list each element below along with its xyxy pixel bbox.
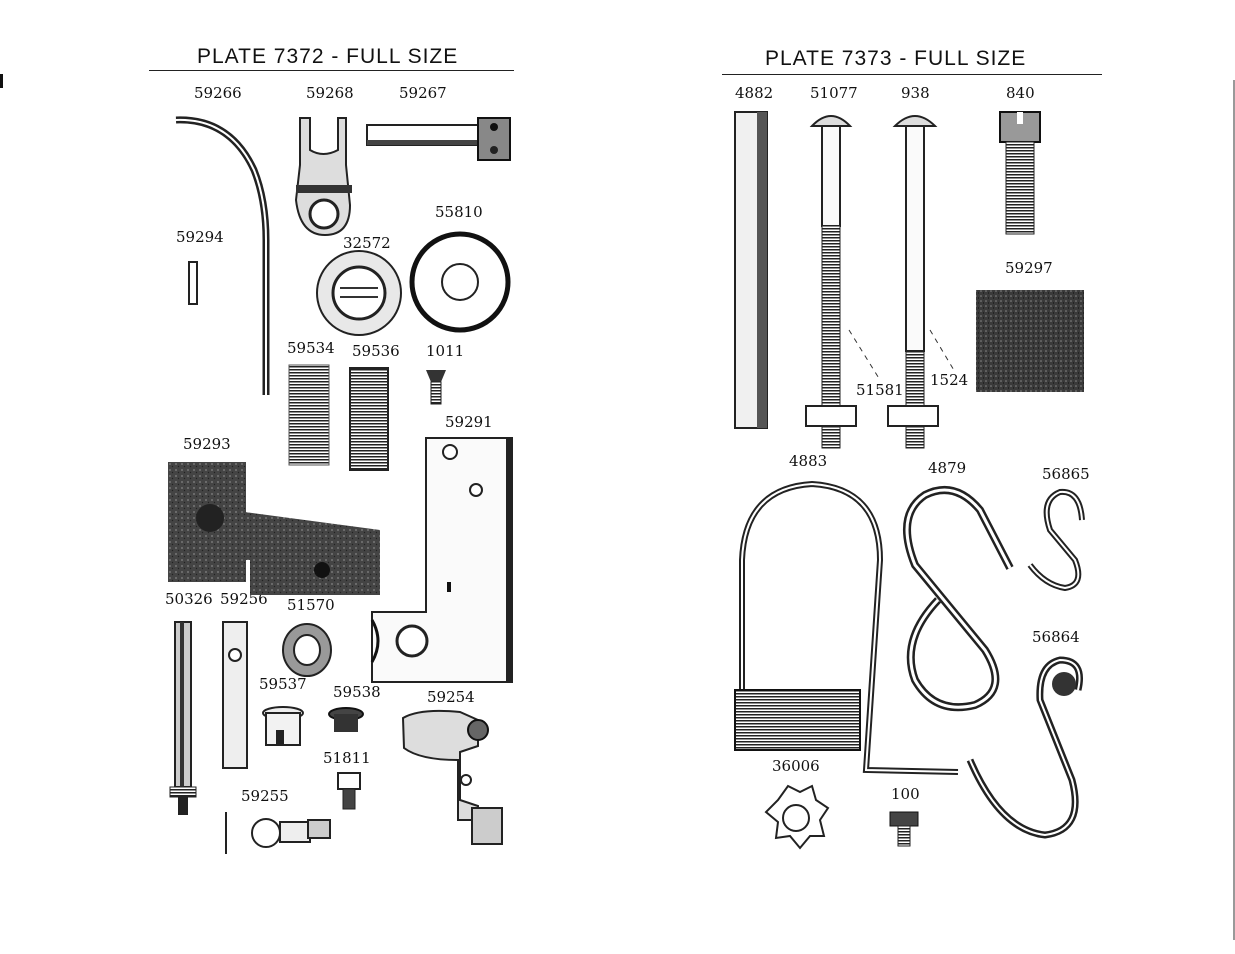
part-4879-s-hook bbox=[903, 486, 1014, 712]
part-label-59538: 59538 bbox=[333, 683, 381, 701]
part-label-840: 840 bbox=[1006, 84, 1035, 102]
plate-right-title: PLATE 7373 - FULL SIZE bbox=[765, 47, 1027, 70]
part-label-1011: 1011 bbox=[426, 342, 465, 360]
part-4883-spring-clip bbox=[734, 480, 959, 775]
part-label-59534: 59534 bbox=[287, 339, 335, 357]
part-59266-bent-rod bbox=[175, 116, 270, 395]
part-59268-fork bbox=[294, 117, 352, 237]
part-label-55810: 55810 bbox=[435, 203, 483, 221]
part-label-59537: 59537 bbox=[259, 675, 307, 693]
part-51570-collar bbox=[282, 623, 332, 677]
part-label-50326: 50326 bbox=[165, 590, 213, 608]
part-59256-pin bbox=[222, 621, 248, 769]
part-59293-casting bbox=[168, 462, 380, 595]
part-55810-ring bbox=[409, 231, 511, 333]
plate-right-title-rule bbox=[722, 74, 1102, 75]
part-56865-s-hook bbox=[1027, 488, 1085, 592]
part-59534-spring bbox=[288, 364, 330, 466]
part-59255-collar bbox=[225, 812, 331, 854]
part-59536-spring bbox=[349, 367, 389, 471]
part-label-4879: 4879 bbox=[928, 459, 967, 477]
part-label-4883: 4883 bbox=[789, 452, 828, 470]
part-label-32572: 32572 bbox=[343, 234, 391, 252]
part-label-59255: 59255 bbox=[241, 787, 289, 805]
part-36006-star-washer bbox=[764, 784, 830, 850]
plate-left-title: PLATE 7372 - FULL SIZE bbox=[197, 45, 459, 68]
part-56864-s-hook bbox=[966, 656, 1083, 839]
part-59254-lever bbox=[401, 709, 503, 845]
part-label-51811: 51811 bbox=[323, 749, 371, 767]
part-label-938: 938 bbox=[901, 84, 930, 102]
part-label-59267: 59267 bbox=[399, 84, 447, 102]
part-label-51581: 51581 bbox=[856, 381, 904, 399]
part-label-51570: 51570 bbox=[287, 596, 335, 614]
part-label-4882: 4882 bbox=[735, 84, 774, 102]
part-59294-pin bbox=[188, 261, 198, 305]
scan-edge-mark bbox=[0, 74, 3, 88]
part-59297-felt bbox=[976, 290, 1084, 392]
part-label-59294: 59294 bbox=[176, 228, 224, 246]
part-label-59291: 59291 bbox=[445, 413, 493, 431]
part-59537-bushing bbox=[262, 706, 304, 746]
part-840-cap-screw bbox=[999, 111, 1041, 235]
part-50326-stud bbox=[169, 621, 197, 815]
part-51077-screw bbox=[805, 115, 857, 449]
part-32572-screw-washer bbox=[316, 250, 402, 336]
plate-left-title-rule bbox=[149, 70, 514, 71]
part-label-59293: 59293 bbox=[183, 435, 231, 453]
part-label-100: 100 bbox=[891, 785, 920, 803]
part-59538-eyelet bbox=[328, 707, 364, 732]
part-51811-stud bbox=[337, 772, 361, 810]
part-label-56865: 56865 bbox=[1042, 465, 1090, 483]
part-label-36006: 36006 bbox=[772, 757, 820, 775]
leader-line-51581 bbox=[848, 329, 881, 381]
part-4882-tube bbox=[734, 111, 768, 429]
scan-edge-line bbox=[1233, 80, 1235, 940]
part-label-59297: 59297 bbox=[1005, 259, 1053, 277]
part-100-screw bbox=[889, 811, 919, 847]
part-label-59536: 59536 bbox=[352, 342, 400, 360]
part-59267-shaft bbox=[366, 117, 511, 161]
part-label-59266: 59266 bbox=[194, 84, 242, 102]
part-1011-screw bbox=[426, 370, 446, 405]
part-label-51077: 51077 bbox=[810, 84, 858, 102]
part-label-1524: 1524 bbox=[930, 371, 969, 389]
part-938-screw bbox=[887, 115, 939, 449]
part-label-56864: 56864 bbox=[1032, 628, 1080, 646]
part-label-59254: 59254 bbox=[427, 688, 475, 706]
leader-line-1524 bbox=[929, 329, 956, 373]
part-label-59268: 59268 bbox=[306, 84, 354, 102]
part-59291-bracket-plate bbox=[370, 437, 513, 683]
